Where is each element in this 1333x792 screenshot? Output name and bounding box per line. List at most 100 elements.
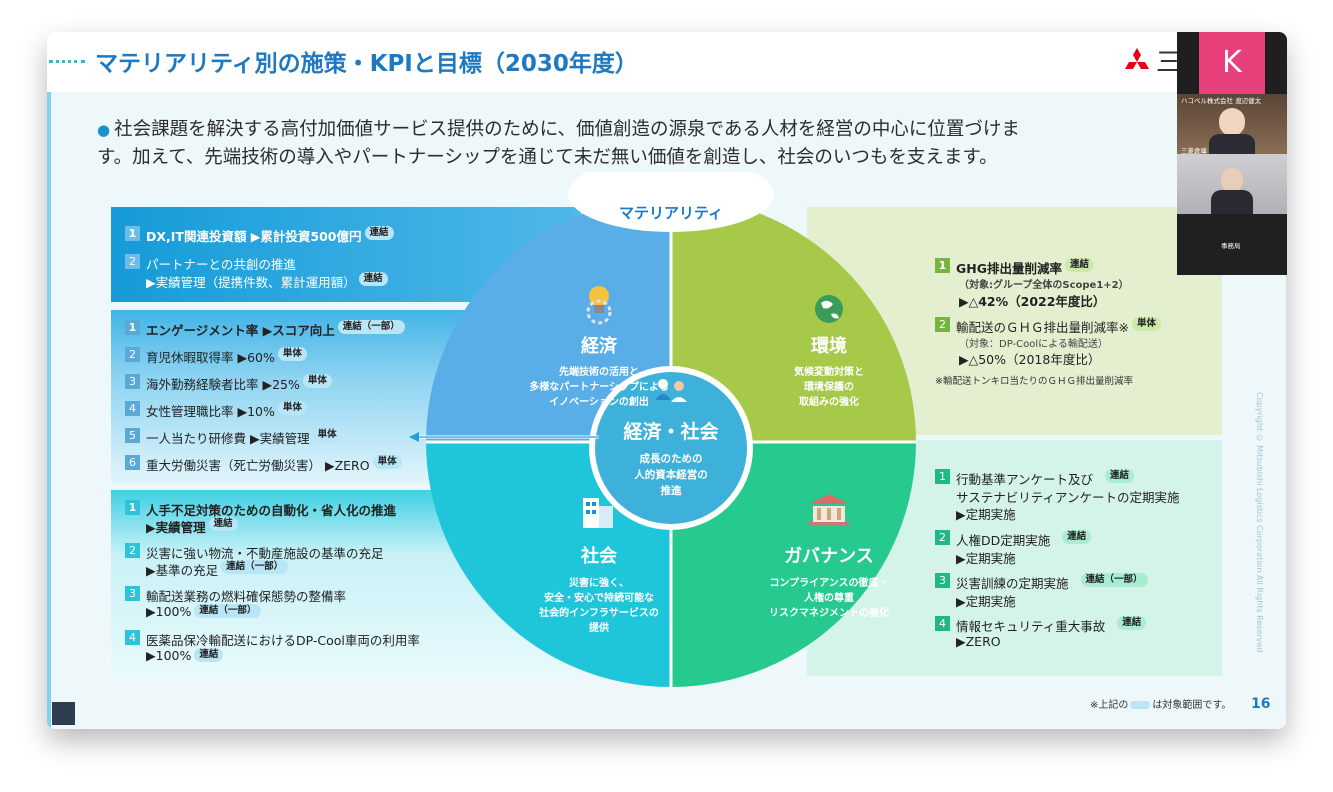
institution-icon: [809, 494, 849, 526]
kpi-text: 医薬品保冷輸配送におけるDP-Cool車両の利用率: [146, 633, 420, 648]
society-quadrant: [426, 442, 671, 687]
environment-kpi-1: 1 GHG排出量削減率 連結: [935, 258, 1094, 277]
governance-kpi-4: 4 情報セキュリティ重大事故 連結: [935, 616, 1147, 635]
lightbulb-icon: [586, 286, 612, 325]
governance-kpi-1-line2: サステナビリティアンケートの定期実施: [956, 490, 1180, 505]
kpi-target: ▶100%: [146, 604, 192, 619]
scope-tag: 連結: [1064, 258, 1094, 272]
governance-kpi-2: 2 人権DD定期実施 連結: [935, 530, 1092, 549]
header-dotted-line: [49, 60, 85, 63]
participant-3-name: 事務局: [1221, 242, 1241, 250]
kpi-target: ▶基準の充足: [146, 563, 219, 578]
scope-tag: 連結: [194, 648, 224, 662]
environment-kpi-2: 2 輸配送のＧＨＧ排出量削減率※ 単体: [935, 317, 1161, 336]
kpi-text: 災害訓練の定期実施: [956, 576, 1069, 591]
hr-kpi-1: 1 エンゲージメント率 ▶スコア向上 連結（一部）: [125, 320, 405, 339]
kpi-number: 3: [125, 374, 140, 389]
person-silhouette-icon: [1221, 168, 1243, 192]
kpi-text: 重大労働災害（死亡労働災害） ▶ZERO: [146, 458, 370, 473]
kpi-number: 2: [935, 530, 950, 545]
governance-kpi-2-target: ▶定期実施: [956, 551, 1016, 566]
scope-tag: 連結（一部）: [1080, 573, 1148, 587]
person-suit-icon: [1209, 134, 1255, 154]
society-kpi-4-target: ▶100% 連結: [146, 648, 224, 663]
materiality-wheel: マテリアリティ 経済・社会 成長のための 人的資本経営の 推進 経済 先端技術の…: [426, 172, 916, 687]
kpi-number: 1: [125, 226, 140, 241]
kpi-number: 2: [125, 543, 140, 558]
center-sub-2: 人的資本経営の: [634, 468, 708, 481]
governance-desc-3: リスクマネジメントの強化: [769, 606, 889, 619]
participant-video-2[interactable]: [1177, 154, 1287, 214]
environment-kpi-1-target: ▶△42%（2022年度比）: [959, 294, 1106, 309]
environment-note: ※輸配送トンキロ当たりのＧＨＧ排出量削減率: [935, 376, 1133, 387]
participant-2-name: 三菱倉庫: [1181, 147, 1207, 155]
participant-avatar-k[interactable]: K: [1199, 32, 1265, 94]
center-sub-3: 推進: [661, 484, 682, 497]
scope-tag: 連結: [1105, 469, 1135, 483]
environment-quadrant: [671, 197, 916, 442]
society-kpi-1: 1 人手不足対策のための自動化・省人化の推進: [125, 500, 396, 519]
kpi-text: 一人当たり研修費 ▶実績管理: [146, 431, 310, 446]
kpi-text: 行動基準アンケート及び: [956, 472, 1094, 487]
side-accent-strip: [47, 92, 51, 729]
kpi-number: 4: [935, 616, 950, 631]
kpi-number: 1: [935, 469, 950, 484]
slide-header: マテリアリティ別の施策・KPIと目標（2030年度） 三: [47, 32, 1286, 92]
scope-tag: 単体: [302, 374, 332, 388]
kpi-number: 2: [125, 347, 140, 362]
kpi-number: 4: [125, 401, 140, 416]
society-desc-2: 安全・安心で持続可能な: [544, 591, 654, 604]
society-kpi-4: 4 医薬品保冷輸配送におけるDP-Cool車両の利用率: [125, 630, 420, 649]
slide-corner-square: [52, 702, 75, 725]
scope-tag: 単体: [372, 455, 402, 469]
person-silhouette-icon: [1219, 108, 1245, 136]
kpi-number: 6: [125, 455, 140, 470]
scope-swatch: [1130, 701, 1151, 709]
governance-desc-2: 人権の尊重: [804, 591, 854, 604]
kpi-number: 3: [935, 573, 950, 588]
kpi-text: 人手不足対策のための自動化・省人化の推進: [146, 503, 397, 518]
kpi-number: 1: [125, 320, 140, 335]
economy-quadrant: [426, 197, 671, 442]
mitsubishi-logo-icon: 三: [1125, 48, 1182, 76]
scope-tag: 連結: [364, 226, 394, 240]
society-kpi-2: 2 災害に強い物流・不動産施設の基準の充足: [125, 543, 384, 562]
center-sub-1: 成長のための: [640, 452, 703, 465]
participant-1-name: ハコベル株式会社 渡辺健太: [1181, 97, 1262, 105]
lead-paragraph: ●社会課題を解決する高付加価値サービス提供のために、価値創造の源泉である人材を経…: [97, 116, 1177, 172]
society-kpi-3: 3 輸配送業務の燃料確保態勢の整備率: [125, 586, 346, 605]
environment-kpi-2-target: ▶△50%（2018年度比）: [959, 352, 1101, 367]
society-kpi-1-target: ▶実績管理 連結: [146, 517, 238, 536]
economy-kpi-2-target: ▶実績管理（提携件数、累計運用額） 連結: [146, 272, 388, 291]
scope-tag: 連結: [1062, 530, 1092, 544]
kpi-text: GHG排出量削減率: [956, 261, 1062, 276]
kpi-text: 育児休暇取得率 ▶60%: [146, 350, 275, 365]
governance-desc-1: コンプライアンスの徹底・: [769, 576, 888, 589]
kpi-number: 4: [125, 630, 140, 645]
kpi-text: 女性管理職比率 ▶10%: [146, 404, 275, 419]
society-name: 社会: [581, 545, 617, 567]
kpi-number: 5: [125, 428, 140, 443]
environment-name: 環境: [811, 335, 847, 357]
kpi-text: 輸配送のＧＨＧ排出量削減率※: [956, 320, 1129, 335]
video-panel[interactable]: K ハコベル株式会社 渡辺健太 三菱倉庫 事務局: [1177, 32, 1287, 275]
slide-title: マテリアリティ別の施策・KPIと目標（2030年度）: [95, 51, 638, 77]
environment-kpi-2-scope: （対象：DP-Coolによる輸配送）: [959, 339, 1108, 350]
environment-desc-1: 気候変動対策と: [793, 365, 864, 378]
kpi-text: エンゲージメント率 ▶スコア向上: [146, 323, 335, 338]
economy-name: 経済: [581, 335, 618, 357]
economy-desc-2: 多様なパートナーシップによる: [529, 380, 669, 393]
scope-tag: 連結: [1117, 616, 1147, 630]
governance-kpi-3: 3 災害訓練の定期実施 連結（一部）: [935, 573, 1148, 592]
kpi-number: 1: [935, 258, 950, 273]
kpi-text: 災害に強い物流・不動産施設の基準の充足: [146, 546, 384, 561]
scope-tag: 単体: [312, 428, 342, 442]
participant-video-1[interactable]: ハコベル株式会社 渡辺健太 三菱倉庫: [1177, 94, 1287, 155]
copyright-text: Copyright © Mitsubishi Logistics Corpora…: [1255, 392, 1264, 653]
hr-kpi-3: 3 海外勤務経験者比率 ▶25% 単体: [125, 374, 332, 393]
scope-tag: 連結: [358, 272, 388, 286]
participant-video-3[interactable]: 事務局: [1177, 214, 1287, 275]
page-number: 16: [1251, 696, 1271, 712]
hr-kpi-6: 6 重大労働災害（死亡労働災害） ▶ZERO 単体: [125, 455, 402, 474]
environment-kpi-1-scope: （対象:グループ全体のScope1+2）: [959, 280, 1129, 291]
